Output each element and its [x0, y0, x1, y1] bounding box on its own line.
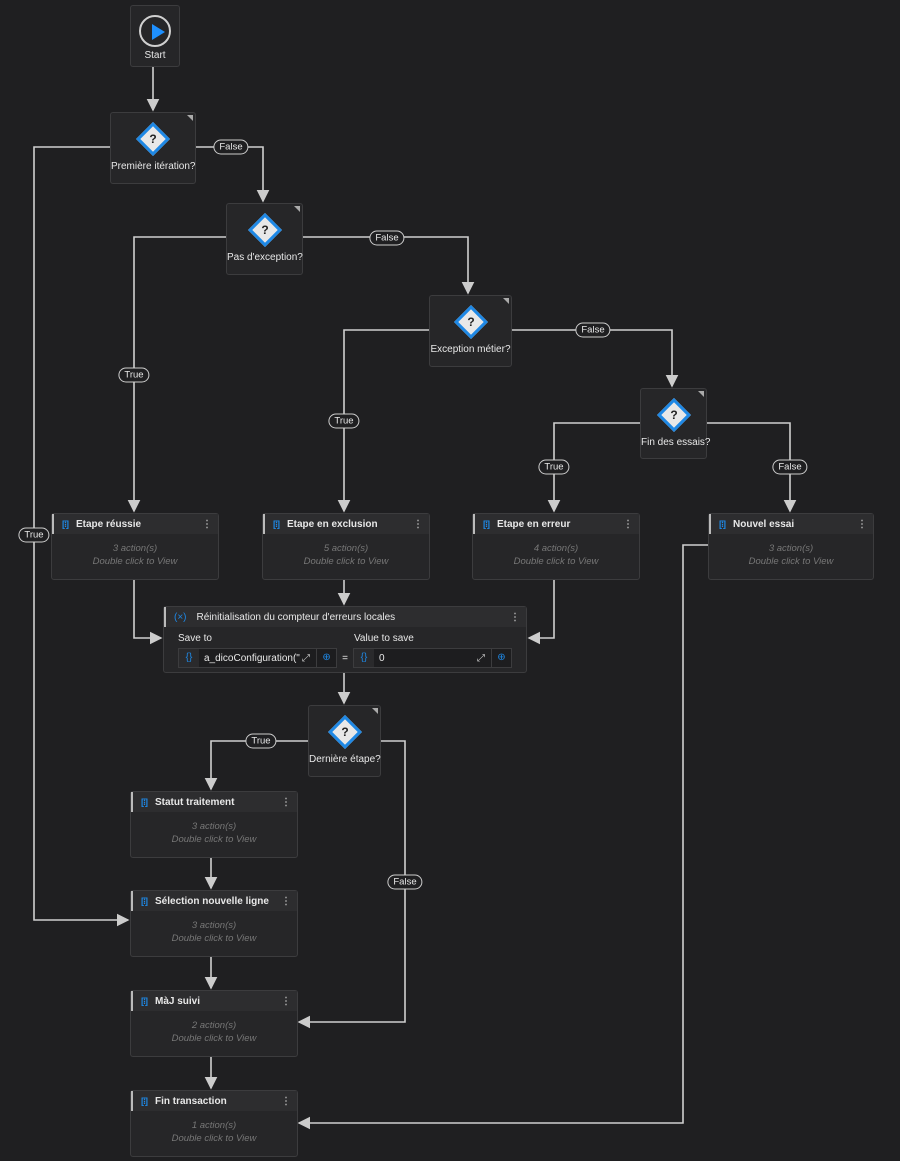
view-hint: Double click to View [171, 834, 257, 845]
view-hint: Double click to View [171, 1133, 257, 1144]
sequence-icon: [⁞] [141, 797, 148, 807]
action-count: 3 action(s) [112, 543, 158, 554]
expand-icon[interactable]: ⤢ [477, 652, 485, 664]
more-options-icon[interactable]: ⋮ [857, 518, 867, 530]
equals-sign: = [342, 652, 348, 664]
action-count: 3 action(s) [191, 821, 237, 832]
sequence-title: Nouvel essai [733, 518, 795, 530]
decision-label: Fin des essais? [641, 437, 711, 448]
decision-label: Exception métier? [430, 344, 511, 355]
view-hint: Double click to View [171, 1033, 257, 1044]
assign-activity[interactable]: (×) Réinitialisation du compteur d'erreur… [163, 606, 527, 673]
edge-label-false: False [772, 459, 808, 475]
more-options-icon[interactable]: ⋮ [413, 518, 423, 530]
decision-icon: ? [247, 213, 282, 247]
edge-label-false: False [575, 322, 611, 338]
decision-icon: ? [327, 715, 362, 749]
add-icon[interactable]: ⊕ [316, 649, 336, 667]
more-options-icon[interactable]: ⋮ [281, 796, 291, 808]
edge-label-false: False [387, 874, 423, 890]
edge-label-true: True [328, 413, 360, 429]
decision-premiere-iteration[interactable]: ? Première itération? [110, 112, 196, 184]
decision-label: Première itération? [111, 161, 196, 172]
view-hint: Double click to View [513, 556, 599, 567]
edge-label-true: True [118, 367, 150, 383]
sequence-fin-transaction[interactable]: [⁞] Fin transaction ⋮ 1 action(s) Double cli… [130, 1090, 298, 1157]
save-to-field[interactable]: {} a_dicoConfiguration("⤢ ⊕ [178, 648, 338, 668]
view-hint: Double click to View [303, 556, 389, 567]
sequence-title: Sélection nouvelle ligne [155, 895, 269, 907]
more-options-icon[interactable]: ⋮ [202, 518, 212, 530]
decision-pas-exception[interactable]: ? Pas d'exception? [226, 203, 303, 275]
play-icon [139, 15, 171, 47]
sequence-nouvel-essai[interactable]: [⁞] Nouvel essai ⋮ 3 action(s) Double click … [708, 513, 874, 580]
sequence-icon: [⁞] [141, 896, 148, 906]
sequence-title: Statut traitement [155, 796, 235, 808]
value-to-save-value: 0 [378, 652, 385, 664]
start-label: Start [144, 50, 166, 61]
value-to-save-label: Value to save [354, 633, 414, 644]
decision-fin-essais[interactable]: ? Fin des essais? [640, 388, 711, 459]
sequence-icon: [⁞] [483, 519, 490, 529]
edge-label-false: False [213, 139, 249, 155]
action-count: 4 action(s) [533, 543, 579, 554]
action-count: 2 action(s) [191, 1020, 237, 1031]
edge-label-true: True [18, 527, 50, 543]
sequence-icon: [⁞] [273, 519, 280, 529]
decision-derniere-etape[interactable]: ? Dernière étape? [308, 705, 381, 777]
decision-icon: ? [136, 122, 170, 156]
assign-icon: (×) [174, 611, 187, 623]
action-count: 5 action(s) [323, 543, 369, 554]
more-options-icon[interactable]: ⋮ [281, 895, 291, 907]
sequence-title: Etape en exclusion [287, 518, 378, 530]
assign-title: Réinitialisation du compteur d'erreurs l… [196, 611, 396, 623]
sequence-title: Etape réussie [76, 518, 142, 530]
view-hint: Double click to View [92, 556, 178, 567]
start-node[interactable]: Start [130, 5, 180, 67]
sequence-etape-exclusion[interactable]: [⁞] Etape en exclusion ⋮ 5 action(s) Double … [262, 513, 430, 580]
edge-label-true: True [245, 733, 277, 749]
save-to-value: a_dicoConfiguration(" [204, 652, 300, 664]
decision-icon: ? [453, 305, 488, 339]
expand-icon[interactable]: ⤢ [302, 652, 311, 664]
sequence-icon: [⁞] [141, 996, 148, 1006]
sequence-selection-nouvelle-ligne[interactable]: [⁞] Sélection nouvelle ligne ⋮ 3 action(s) D… [130, 890, 298, 957]
view-hint: Double click to View [171, 933, 257, 944]
view-hint: Double click to View [748, 556, 834, 567]
more-options-icon[interactable]: ⋮ [281, 1095, 291, 1107]
sequence-icon: [⁞] [719, 519, 726, 529]
edge-label-false: False [369, 230, 405, 246]
save-to-label: Save to [178, 633, 212, 644]
sequence-icon: [⁞] [141, 1096, 148, 1106]
sequence-etape-erreur[interactable]: [⁞] Etape en erreur ⋮ 4 action(s) Double cli… [472, 513, 640, 580]
action-count: 1 action(s) [191, 1120, 237, 1131]
sequence-maj-suivi[interactable]: [⁞] MàJ suivi ⋮ 2 action(s) Double click to … [130, 990, 298, 1057]
sequence-icon: [⁞] [62, 519, 69, 529]
action-count: 3 action(s) [768, 543, 814, 554]
more-options-icon[interactable]: ⋮ [510, 611, 520, 623]
decision-icon: ? [656, 398, 691, 432]
decision-label: Pas d'exception? [227, 252, 303, 263]
decision-label: Dernière étape? [309, 754, 381, 765]
edge-label-true: True [538, 459, 570, 475]
sequence-title: Fin transaction [155, 1095, 227, 1107]
more-options-icon[interactable]: ⋮ [623, 518, 633, 530]
sequence-title: MàJ suivi [155, 995, 201, 1007]
more-options-icon[interactable]: ⋮ [281, 995, 291, 1007]
expression-icon: {} [353, 649, 374, 667]
value-to-save-field[interactable]: {} 0 ⤢ ⊕ [352, 648, 512, 668]
add-icon[interactable]: ⊕ [491, 649, 511, 667]
sequence-etape-reussie[interactable]: [⁞] Etape réussie ⋮ 3 action(s) Double click… [51, 513, 219, 580]
decision-exception-metier[interactable]: ? Exception métier? [429, 295, 512, 367]
action-count: 3 action(s) [191, 920, 237, 931]
sequence-statut-traitement[interactable]: [⁞] Statut traitement ⋮ 3 action(s) Double c… [130, 791, 298, 858]
expression-icon: {} [179, 649, 199, 667]
sequence-title: Etape en erreur [497, 518, 571, 530]
